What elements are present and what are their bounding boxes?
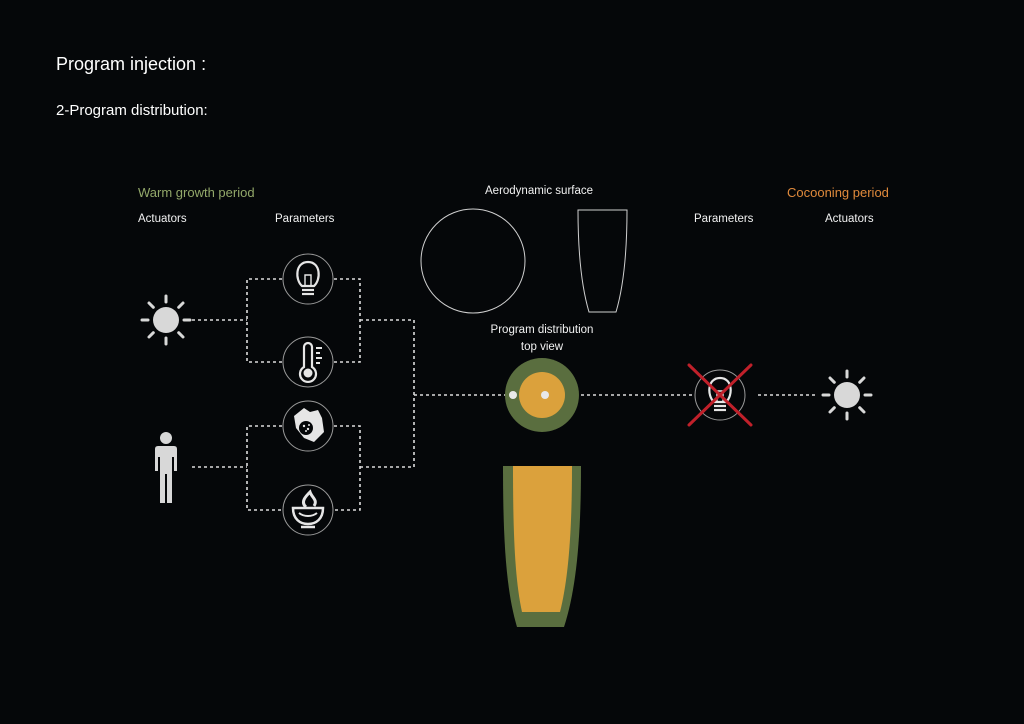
- right-actuators-label: Actuators: [825, 213, 874, 225]
- sun-icon: [140, 294, 192, 346]
- surface-label: Aerodynamic surface: [485, 185, 594, 197]
- section-subtitle: 2-Program distribution:: [56, 102, 208, 119]
- left-actuators-label: Actuators: [138, 213, 187, 225]
- distribution-sublabel: top view: [520, 341, 564, 353]
- crossed-lightbulb-icon: [687, 363, 753, 427]
- hand-seeds-icon: [282, 400, 334, 452]
- sun-icon-right: [821, 369, 873, 421]
- warm-period-label: Warm growth period: [138, 185, 255, 200]
- surface-vase-outline: [577, 209, 628, 313]
- right-parameters-label: Parameters: [694, 213, 754, 225]
- distribution-section: [503, 466, 581, 627]
- lightbulb-icon: [282, 253, 334, 305]
- distribution-label: Program distribution: [490, 324, 594, 336]
- bowl-icon: [282, 484, 334, 536]
- distribution-top-view: [505, 358, 579, 432]
- left-parameters-label: Parameters: [275, 213, 335, 225]
- surface-circle: [420, 208, 526, 314]
- person-icon: [155, 432, 177, 503]
- page-title: Program injection :: [56, 54, 207, 74]
- cocoon-period-label: Cocooning period: [787, 185, 889, 200]
- thermometer-icon: [282, 336, 334, 388]
